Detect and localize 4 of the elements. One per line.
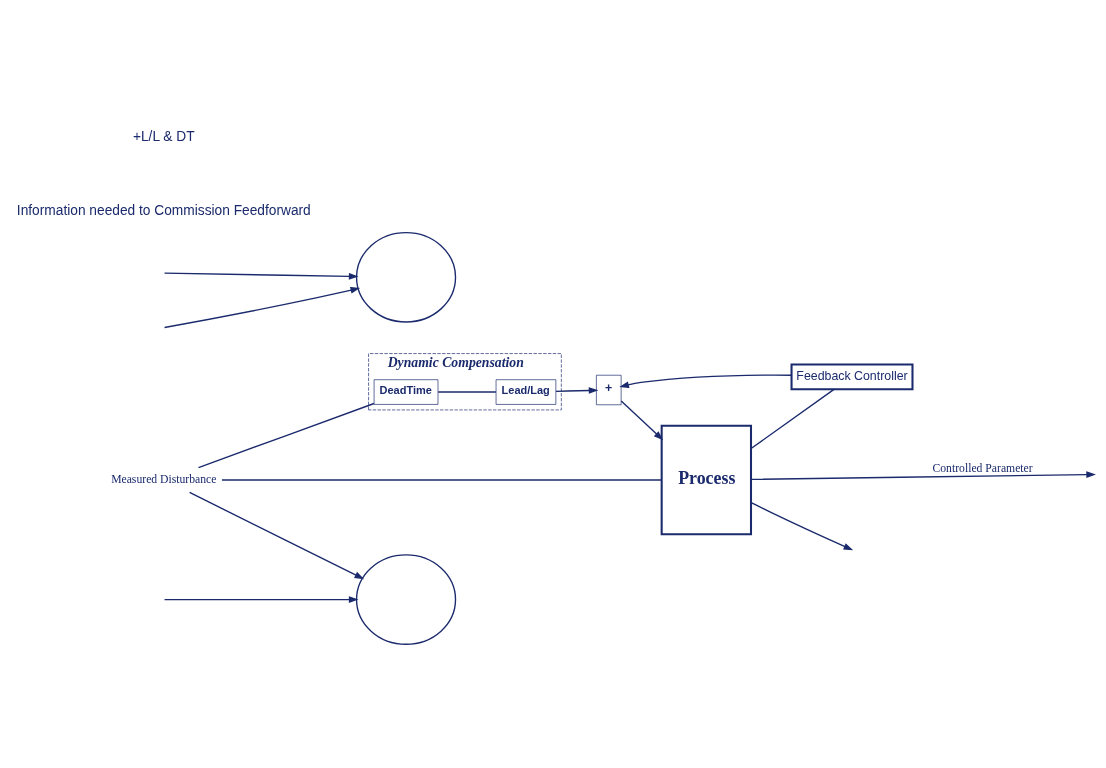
edge-label: Controlled Parameter [932, 461, 1033, 474]
label: Information needed to Commission Feedforward [16, 202, 311, 218]
label: +L/L & DT [132, 128, 195, 144]
node-text: Measured Disturbance [111, 472, 217, 486]
